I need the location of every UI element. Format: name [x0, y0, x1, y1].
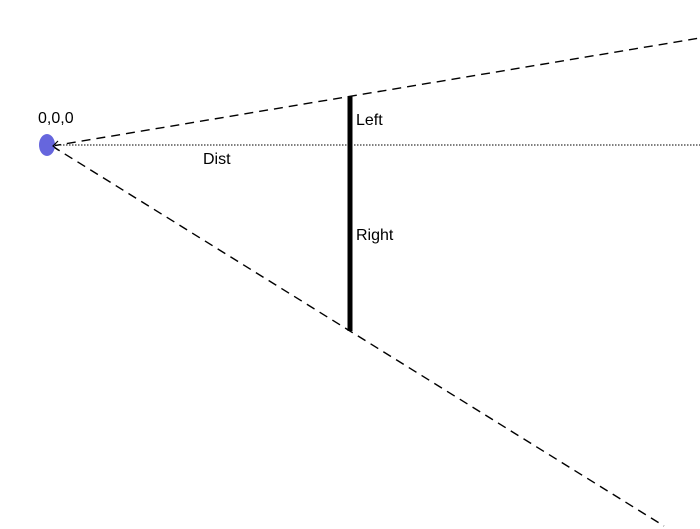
dist-label: Dist: [203, 151, 231, 168]
origin-label: 0,0,0: [38, 110, 74, 127]
origin-point: [39, 134, 55, 156]
left-label: Left: [356, 112, 383, 129]
lower-frustum-ray: [51, 145, 665, 527]
upper-frustum-ray: [51, 37, 700, 147]
right-label: Right: [356, 227, 394, 244]
origin-arrow-icon: [52, 140, 59, 151]
